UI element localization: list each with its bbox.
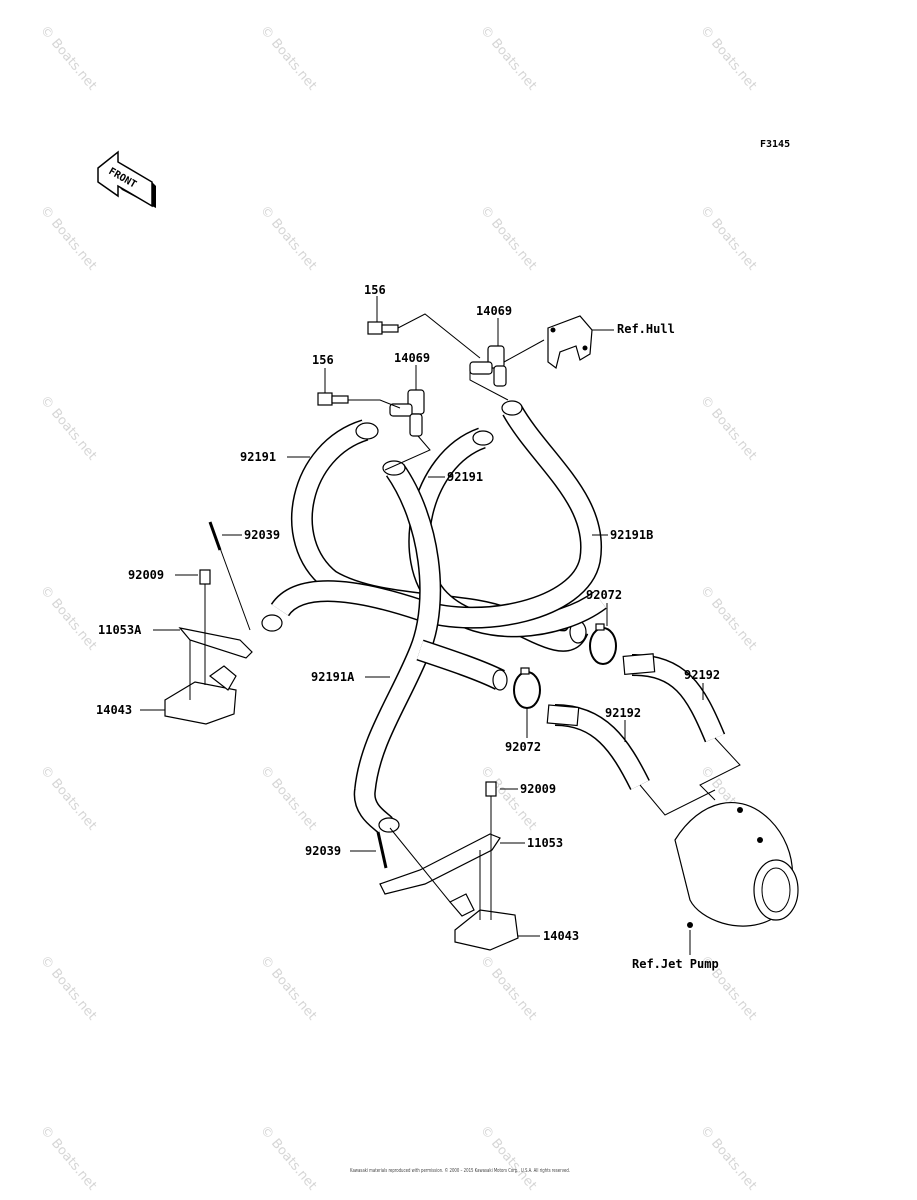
fitting-14069-mid — [389, 389, 425, 437]
watermark: © Boats.net — [477, 203, 539, 273]
clamp-92072-middle — [513, 667, 541, 709]
bracket-11053a — [178, 627, 253, 659]
jet-pump — [674, 802, 799, 928]
label-92072-mid[interactable]: 92072 — [505, 740, 541, 754]
label-92009-bottom[interactable]: 92009 — [520, 782, 556, 796]
label-92191b[interactable]: 92191B — [610, 528, 653, 542]
watermark: © Boats.net — [37, 763, 99, 833]
hose-92191a — [353, 460, 442, 834]
fitting-14069-top — [469, 345, 507, 387]
watermark: © Boats.net — [477, 763, 539, 833]
leader-lines — [140, 296, 741, 955]
label-92072-right[interactable]: 92072 — [586, 588, 622, 602]
label-92192-mid[interactable]: 92192 — [605, 706, 641, 720]
label-ref-jet-pump[interactable]: Ref.Jet Pump — [632, 957, 719, 971]
label-14043-left[interactable]: 14043 — [96, 703, 132, 717]
watermark: © Boats.net — [477, 953, 539, 1023]
watermark: © Boats.net — [257, 203, 319, 273]
figure-code: F3145 — [760, 139, 790, 150]
watermark: © Boats.net — [477, 23, 539, 93]
label-92191-left[interactable]: 92191 — [240, 450, 276, 464]
label-156-top[interactable]: 156 — [364, 283, 386, 297]
watermark: © Boats.net — [257, 1123, 319, 1193]
label-92039-top[interactable]: 92039 — [244, 528, 280, 542]
label-ref-hull[interactable]: Ref.Hull — [617, 322, 675, 336]
part-labels: 156 14069 Ref.Hull 156 14069 92191 92191… — [96, 283, 720, 971]
watermark: © Boats.net — [37, 583, 99, 653]
filter-14043-bottom — [449, 893, 519, 951]
watermark: © Boats.net — [257, 763, 319, 833]
screw-92039-bottom — [376, 831, 388, 869]
watermark: © Boats.net — [37, 1123, 99, 1193]
front-arrow-icon: FRONT — [97, 150, 156, 208]
watermark: © Boats.net — [477, 1123, 539, 1193]
watermark: © Boats.net — [697, 23, 759, 93]
label-14069-mid[interactable]: 14069 — [394, 351, 430, 365]
watermark: © Boats.net — [697, 203, 759, 273]
label-92191a[interactable]: 92191A — [311, 670, 355, 684]
bolt-156-mid — [317, 392, 349, 406]
label-156-mid[interactable]: 156 — [312, 353, 334, 367]
hose-92191b — [261, 400, 603, 632]
filter-14043-left — [164, 665, 237, 725]
watermark: © Boats.net — [37, 203, 99, 273]
label-11053[interactable]: 11053 — [527, 836, 563, 850]
label-92192-right[interactable]: 92192 — [684, 668, 720, 682]
watermark: © Boats.net — [257, 953, 319, 1023]
bracket-11053 — [379, 833, 501, 895]
label-11053a[interactable]: 11053A — [98, 623, 142, 637]
screw-92039-top — [208, 521, 222, 551]
hose-connector-lower — [416, 639, 508, 691]
copyright-notice: Kawasaki materials reproduced with permi… — [350, 1167, 570, 1174]
hull-bracket — [547, 315, 593, 370]
hose-92192-middle — [546, 704, 650, 790]
watermark: © Boats.net — [697, 393, 759, 463]
label-92191-mid[interactable]: 92191 — [447, 470, 483, 484]
bolt-156-top — [367, 321, 399, 335]
clamp-92072-right — [589, 623, 617, 665]
label-14069-top[interactable]: 14069 — [476, 304, 512, 318]
label-14043-bottom[interactable]: 14043 — [543, 929, 579, 943]
watermark: © Boats.net — [37, 393, 99, 463]
watermark: © Boats.net — [37, 953, 99, 1023]
watermark: © Boats.net — [37, 23, 99, 93]
label-92009-left[interactable]: 92009 — [128, 568, 164, 582]
watermark: © Boats.net — [697, 583, 759, 653]
screw-92009-left — [199, 569, 211, 585]
screw-92009-bottom — [485, 781, 497, 797]
hose-92192-right — [622, 653, 726, 743]
label-92039-bottom[interactable]: 92039 — [305, 844, 341, 858]
watermark: © Boats.net — [697, 1123, 759, 1193]
watermark: © Boats.net — [257, 23, 319, 93]
